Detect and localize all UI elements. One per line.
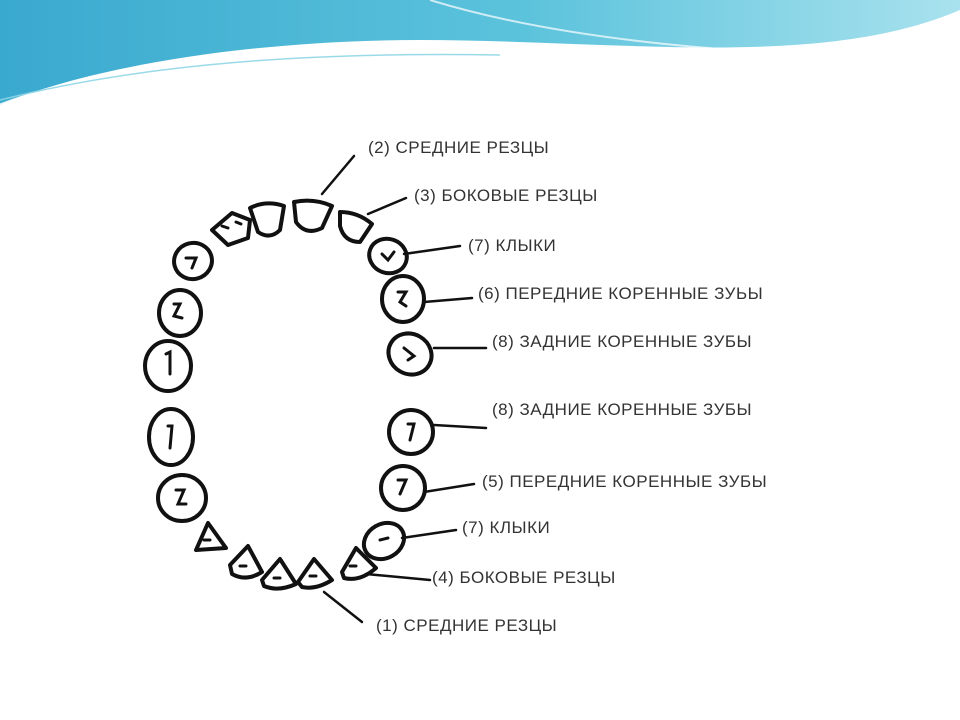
tooth-upper-left-canine <box>172 240 214 282</box>
tooth-lower-right-incisor-central <box>296 557 334 590</box>
pointer-upper-first-molars <box>422 296 474 304</box>
tooth-lower-left-incisor-lateral <box>228 544 264 580</box>
label-lower-lateral-incisors: (4) БОКОВЫЕ РЕЗЦЫ <box>432 568 616 587</box>
tooth-upper-left-incisor-central <box>248 201 286 238</box>
tooth-upper-left-second-molar <box>143 339 193 393</box>
pointer-lower-canines <box>400 528 458 540</box>
pointer-upper-central-incisors <box>320 154 356 196</box>
label-upper-central-incisors: (2) СРЕДНИЕ РЕЗЦЫ <box>368 138 550 157</box>
label-lower-second-molars: (8) ЗАДНИЕ КОРЕННЫЕ ЗУБЫ <box>492 400 753 419</box>
label-upper-first-molars: (6) ПЕРЕДНИЕ КОРЕННЫЕ ЗУЬЫ <box>478 284 764 303</box>
pointer-lower-second-molars <box>432 423 488 430</box>
tooth-upper-right-incisor-central <box>292 198 334 233</box>
label-upper-lateral-incisors: (3) БОКОВЫЕ РЕЗЦЫ <box>414 186 598 205</box>
tooth-lower-left-canine <box>194 521 228 552</box>
tooth-lower-right-canine <box>361 520 407 562</box>
label-lower-canines: (7) КЛЫКИ <box>462 518 551 537</box>
pointer-lower-central-incisors <box>322 590 364 624</box>
pointer-lower-first-molars <box>422 482 476 494</box>
tooth-lower-left-incisor-central <box>260 557 298 591</box>
tooth-lower-right-incisor-lateral <box>340 546 378 581</box>
label-lower-first-molars: (5) ПЕРЕДНИЕ КОРЕННЫЕ ЗУБЫ <box>482 472 768 491</box>
label-upper-canines: (7) КЛЫКИ <box>468 236 557 255</box>
label-upper-second-molars: (8) ЗАДНИЕ КОРЕННЫЕ ЗУБЫ <box>492 332 753 351</box>
pointer-upper-lateral-incisors <box>366 196 408 216</box>
tooth-upper-left-incisor-lateral <box>210 211 252 247</box>
tooth-upper-left-first-molar <box>157 288 203 338</box>
pointer-upper-canines <box>402 244 462 256</box>
pointer-lower-lateral-incisors <box>364 572 432 582</box>
header-wave-decoration <box>0 0 960 107</box>
tooth-upper-right-incisor-lateral <box>338 210 374 244</box>
tooth-upper-right-canine <box>367 236 409 276</box>
label-lower-central-incisors: (1) СРЕДНИЕ РЕЗЦЫ <box>376 616 558 635</box>
